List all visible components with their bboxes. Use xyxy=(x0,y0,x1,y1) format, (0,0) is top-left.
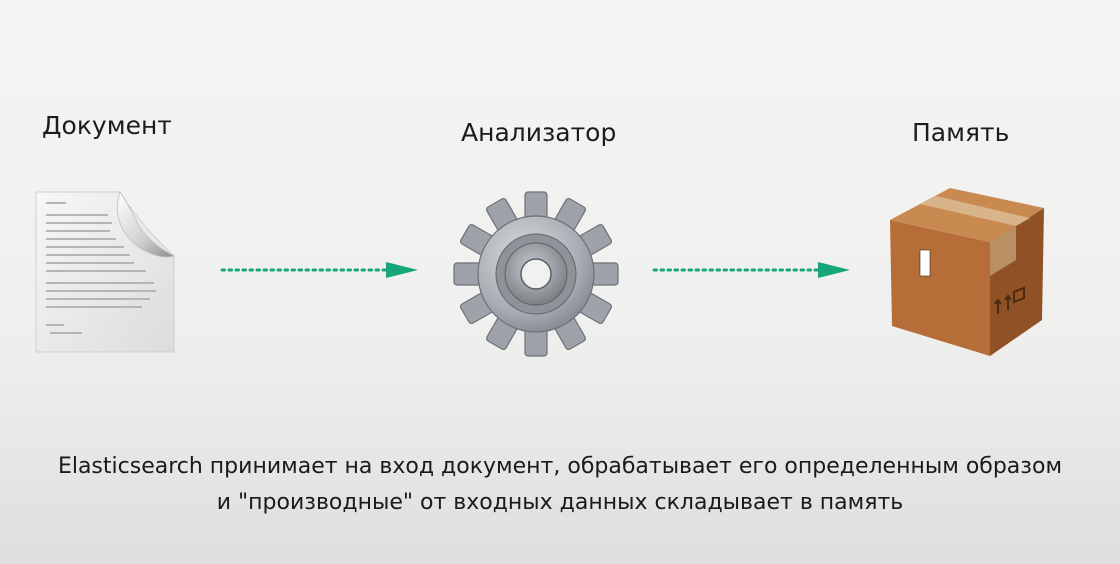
dotted-arrow-icon xyxy=(220,262,418,278)
label-document: Документ xyxy=(42,111,172,140)
label-analyzer: Анализатор xyxy=(461,118,617,147)
dotted-arrow-icon xyxy=(652,262,850,278)
cardboard-box-icon xyxy=(890,188,1044,356)
document-icon xyxy=(35,191,176,353)
caption-line-2: и "производные" от входных данных склады… xyxy=(216,490,904,515)
gear-icon xyxy=(453,191,619,357)
label-memory: Память xyxy=(912,118,1010,147)
caption-line-1: Elasticsearch принимает на вход документ… xyxy=(57,454,1063,479)
